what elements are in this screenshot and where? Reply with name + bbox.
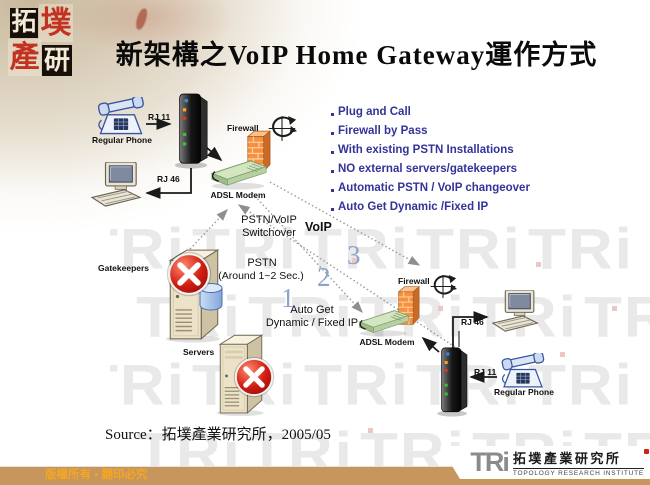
adsl-modem-label: ADSL Modem bbox=[210, 190, 266, 200]
step-2-number: 2 bbox=[317, 262, 331, 292]
institute-name-en: TOPOLOGY RESEARCH INSTITUTE bbox=[512, 470, 644, 477]
seal-char: 墣 bbox=[39, 4, 73, 42]
voip-label: VoIP bbox=[305, 220, 332, 234]
rj46-link-b bbox=[452, 311, 489, 350]
rj46-label: RJ 46 bbox=[461, 317, 484, 327]
regular-phone-label: Regular Phone bbox=[92, 135, 152, 145]
copyright-text: 版權所有 ▪ 翻印必究 bbox=[45, 469, 148, 481]
firewall-label: Firewall bbox=[398, 276, 430, 286]
seal-char: 研 bbox=[42, 45, 72, 76]
bullet-item: Automatic PSTN / VoIP changeover bbox=[331, 182, 530, 201]
gatekeeper-dotted-link bbox=[189, 208, 228, 250]
watermark-dot bbox=[368, 428, 373, 433]
regular-phone-label: Regular Phone bbox=[494, 387, 554, 397]
flow-1-autoget-dotted bbox=[237, 204, 456, 348]
bullet-item: Auto Get Dynamic /Fixed IP bbox=[331, 201, 530, 220]
rj46-label: RJ 46 bbox=[157, 174, 180, 184]
seal-char: 拓 bbox=[10, 8, 38, 38]
watermark-dot bbox=[536, 262, 541, 267]
bullet-item: With existing PSTN Installations bbox=[331, 144, 530, 163]
error-x-icon bbox=[166, 251, 212, 302]
gatekeepers-label: Gatekeepers bbox=[98, 263, 150, 273]
tri-footer-logo: TRi 拓墣產業研究所 TOPOLOGY RESEARCH INSTITUTE bbox=[440, 446, 650, 479]
rj11-label: RJ 11 bbox=[474, 367, 497, 377]
desktop-computer-icon bbox=[90, 162, 144, 213]
bullet-item: Firewall by Pass bbox=[331, 125, 530, 144]
slide-title: 新架構之VoIP Home Gateway運作方式 bbox=[115, 40, 598, 70]
source-line: Source：拓墣產業研究所，2005/05 bbox=[105, 427, 331, 443]
step-3-number: 3 bbox=[347, 240, 361, 270]
bullet-item: NO external servers/gatekeepers bbox=[331, 163, 530, 182]
institute-name-zh: 拓墣產業研究所 bbox=[512, 448, 644, 469]
step-1-number: 1 bbox=[281, 283, 295, 313]
error-x-icon bbox=[233, 356, 275, 403]
watermark-dot bbox=[438, 306, 443, 311]
watermark-dot bbox=[560, 352, 565, 357]
institute-name: 拓墣產業研究所 TOPOLOGY RESEARCH INSTITUTE bbox=[512, 448, 644, 477]
gateway-to-modem-link-b bbox=[421, 336, 440, 353]
tri-brand-dot bbox=[644, 449, 649, 454]
pstn-duration-label: (Around 1~2 Sec.) bbox=[218, 270, 304, 282]
watermark-dot bbox=[352, 258, 357, 263]
switchover-label: PSTN/VoIP Switchover bbox=[241, 214, 297, 239]
pstn-voip-cycle-icon bbox=[429, 274, 457, 304]
pstn-label: PSTN bbox=[247, 257, 277, 269]
bullet-item: Plug and Call bbox=[331, 106, 530, 125]
home-gateway-icon bbox=[173, 93, 211, 174]
pstn-voip-cycle-icon bbox=[267, 115, 297, 147]
desktop-computer-icon bbox=[491, 290, 541, 338]
tri-seal-logo: 拓 墣 產 研 bbox=[8, 4, 76, 82]
adsl-modem-label: ADSL Modem bbox=[359, 337, 415, 347]
tri-brand-mark: TRi bbox=[470, 447, 509, 477]
watermark-dot bbox=[612, 306, 617, 311]
autoget-label: Auto Get Dynamic / Fixed IP bbox=[265, 304, 359, 329]
home-gateway-icon bbox=[435, 347, 471, 422]
firewall-label: Firewall bbox=[227, 123, 259, 133]
seal-char: 產 bbox=[8, 39, 41, 76]
rj11-label: RJ 11 bbox=[148, 112, 171, 122]
servers-label: Servers bbox=[183, 347, 215, 357]
